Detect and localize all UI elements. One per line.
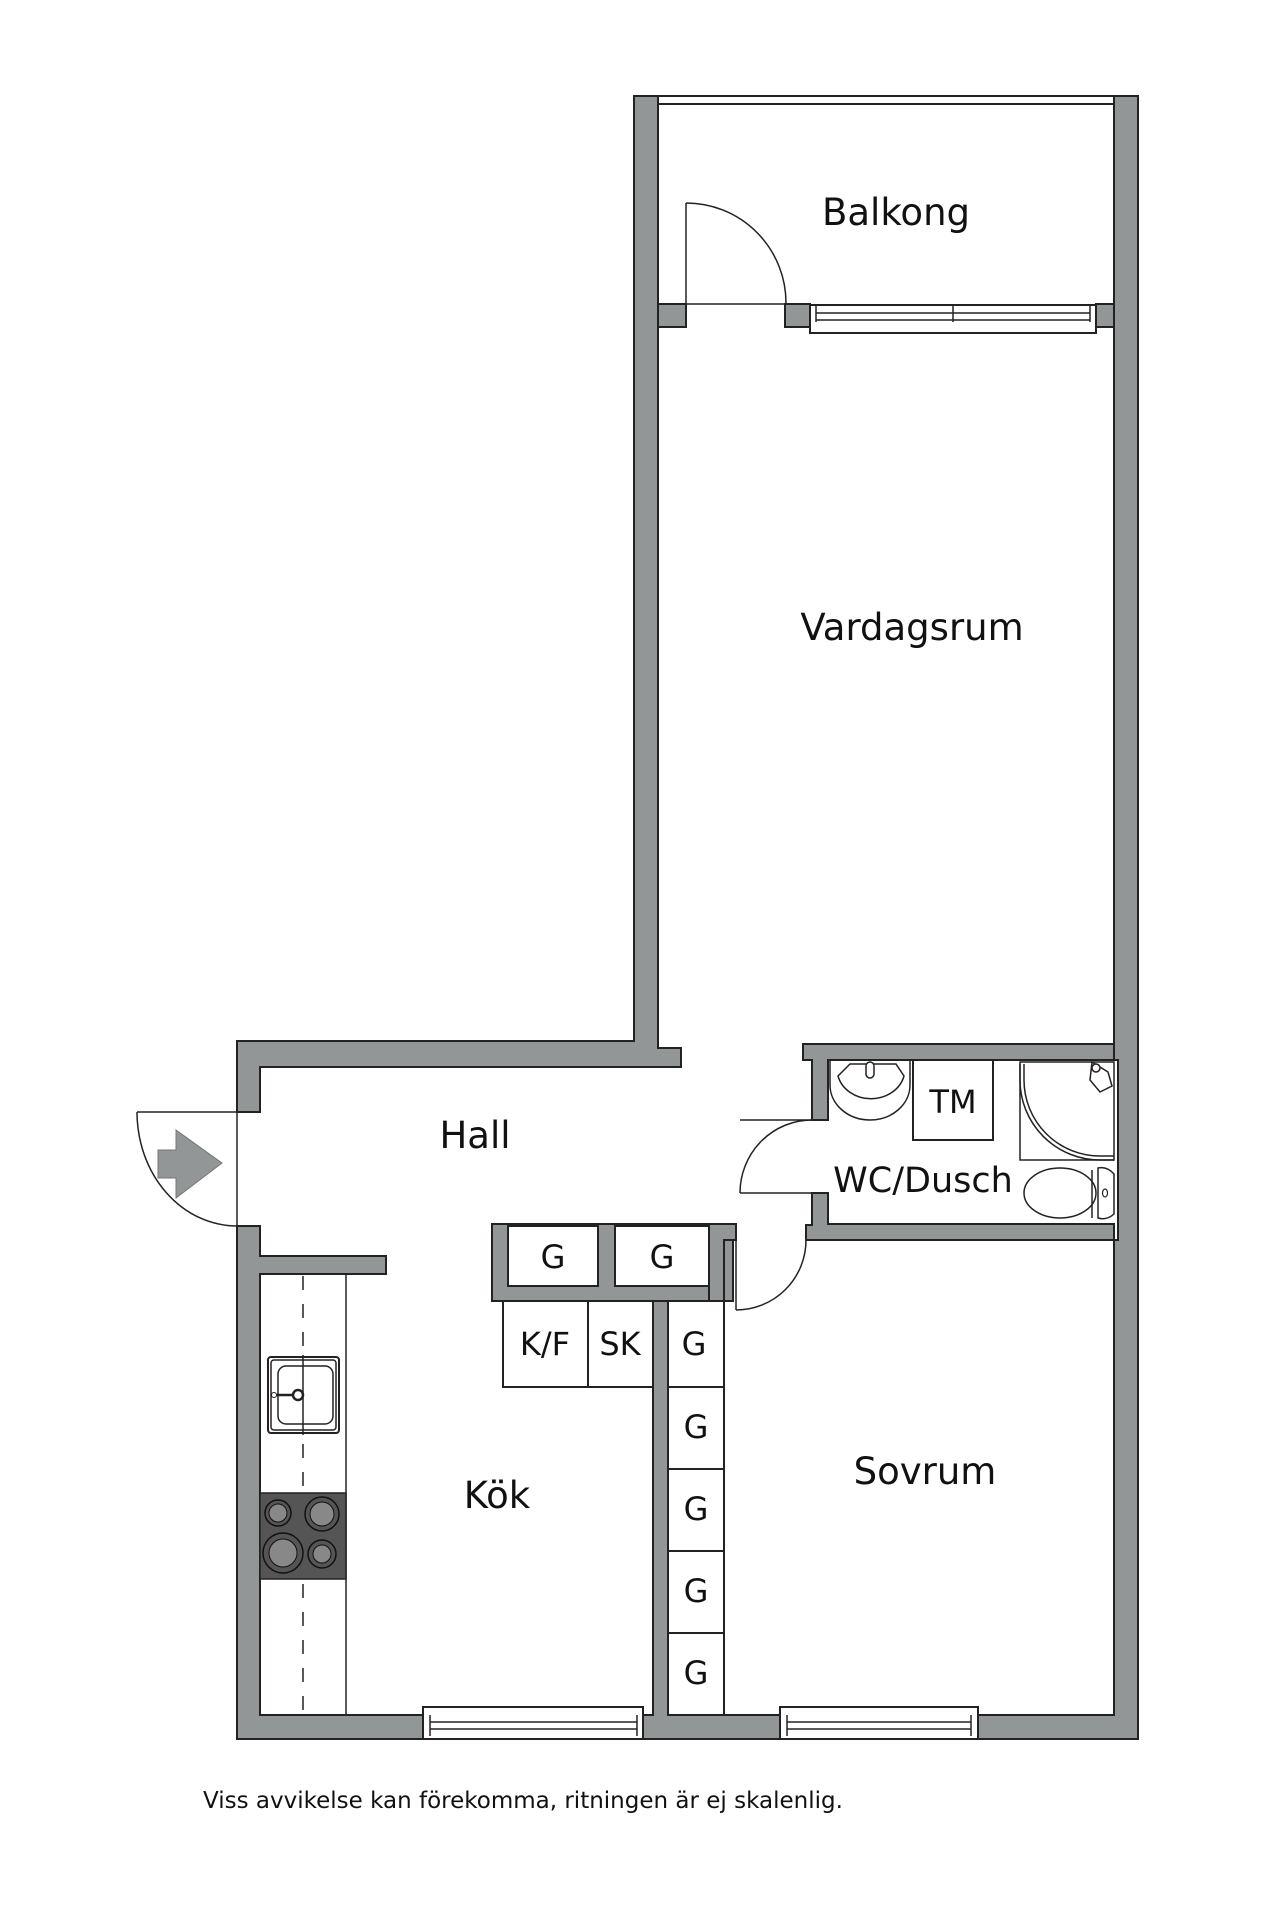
closet-g2[interactable]: [614, 1225, 710, 1287]
broom-closet-label: SK: [599, 1325, 641, 1363]
wall-living-left: [236, 95, 682, 1113]
washing-machine[interactable]: [912, 1059, 994, 1141]
closet-label: G: [684, 1408, 709, 1446]
room-label-kok: Kök: [464, 1474, 531, 1517]
balcony-door[interactable]: [685, 202, 787, 305]
kitchen-sink-icon: [267, 1355, 340, 1435]
entrance-arrow-icon: [157, 1129, 223, 1200]
room-label-sovrum: Sovrum: [854, 1450, 997, 1493]
closet-label: G: [684, 1572, 709, 1610]
balcony-wall-left: [657, 303, 687, 328]
closet-label: G: [684, 1490, 709, 1528]
closet-g5[interactable]: [667, 1468, 725, 1552]
washing-machine-label: TM: [928, 1083, 976, 1121]
bedroom-door[interactable]: [735, 1239, 807, 1311]
room-label-hall: Hall: [439, 1114, 510, 1157]
bathroom-wall-left-lower: [805, 1192, 1115, 1241]
room-label-balkong: Balkong: [822, 191, 970, 234]
closet-g7[interactable]: [667, 1632, 725, 1716]
entrance-door[interactable]: [136, 1111, 238, 1227]
balcony: [657, 95, 1115, 334]
room-label-wc-dusch: WC/Dusch: [833, 1161, 1013, 1201]
closet-label: G: [682, 1325, 707, 1363]
toilet-icon: [1023, 1166, 1115, 1220]
shower-icon: [1019, 1060, 1115, 1161]
bedroom-door-jamb: [708, 1223, 737, 1302]
wall-left-lower: [236, 1225, 424, 1740]
room-label-vardagsrum: Vardagsrum: [800, 606, 1023, 649]
closet-g1[interactable]: [507, 1225, 599, 1287]
disclaimer-caption: Viss avvikelse kan förekomma, ritningen …: [203, 1788, 843, 1814]
washbasin-icon: [829, 1060, 911, 1121]
closet-column: [667, 1300, 725, 1716]
balcony-window: [809, 304, 1097, 334]
kitchen-window: [422, 1706, 644, 1740]
balcony-wall-right: [1095, 303, 1115, 328]
fridge-freezer-label: K/F: [520, 1325, 570, 1363]
bathroom-door[interactable]: [739, 1119, 813, 1194]
stove-icon: [259, 1492, 347, 1580]
wall-right: [977, 95, 1139, 1740]
closet-label: G: [684, 1654, 709, 1692]
balcony-wall-pillar: [784, 303, 811, 328]
closet-label: G: [541, 1238, 566, 1276]
broom-closet[interactable]: [587, 1300, 654, 1388]
balcony-railing: [657, 95, 1115, 105]
bedroom-window: [779, 1706, 979, 1740]
closet-label: G: [650, 1238, 675, 1276]
